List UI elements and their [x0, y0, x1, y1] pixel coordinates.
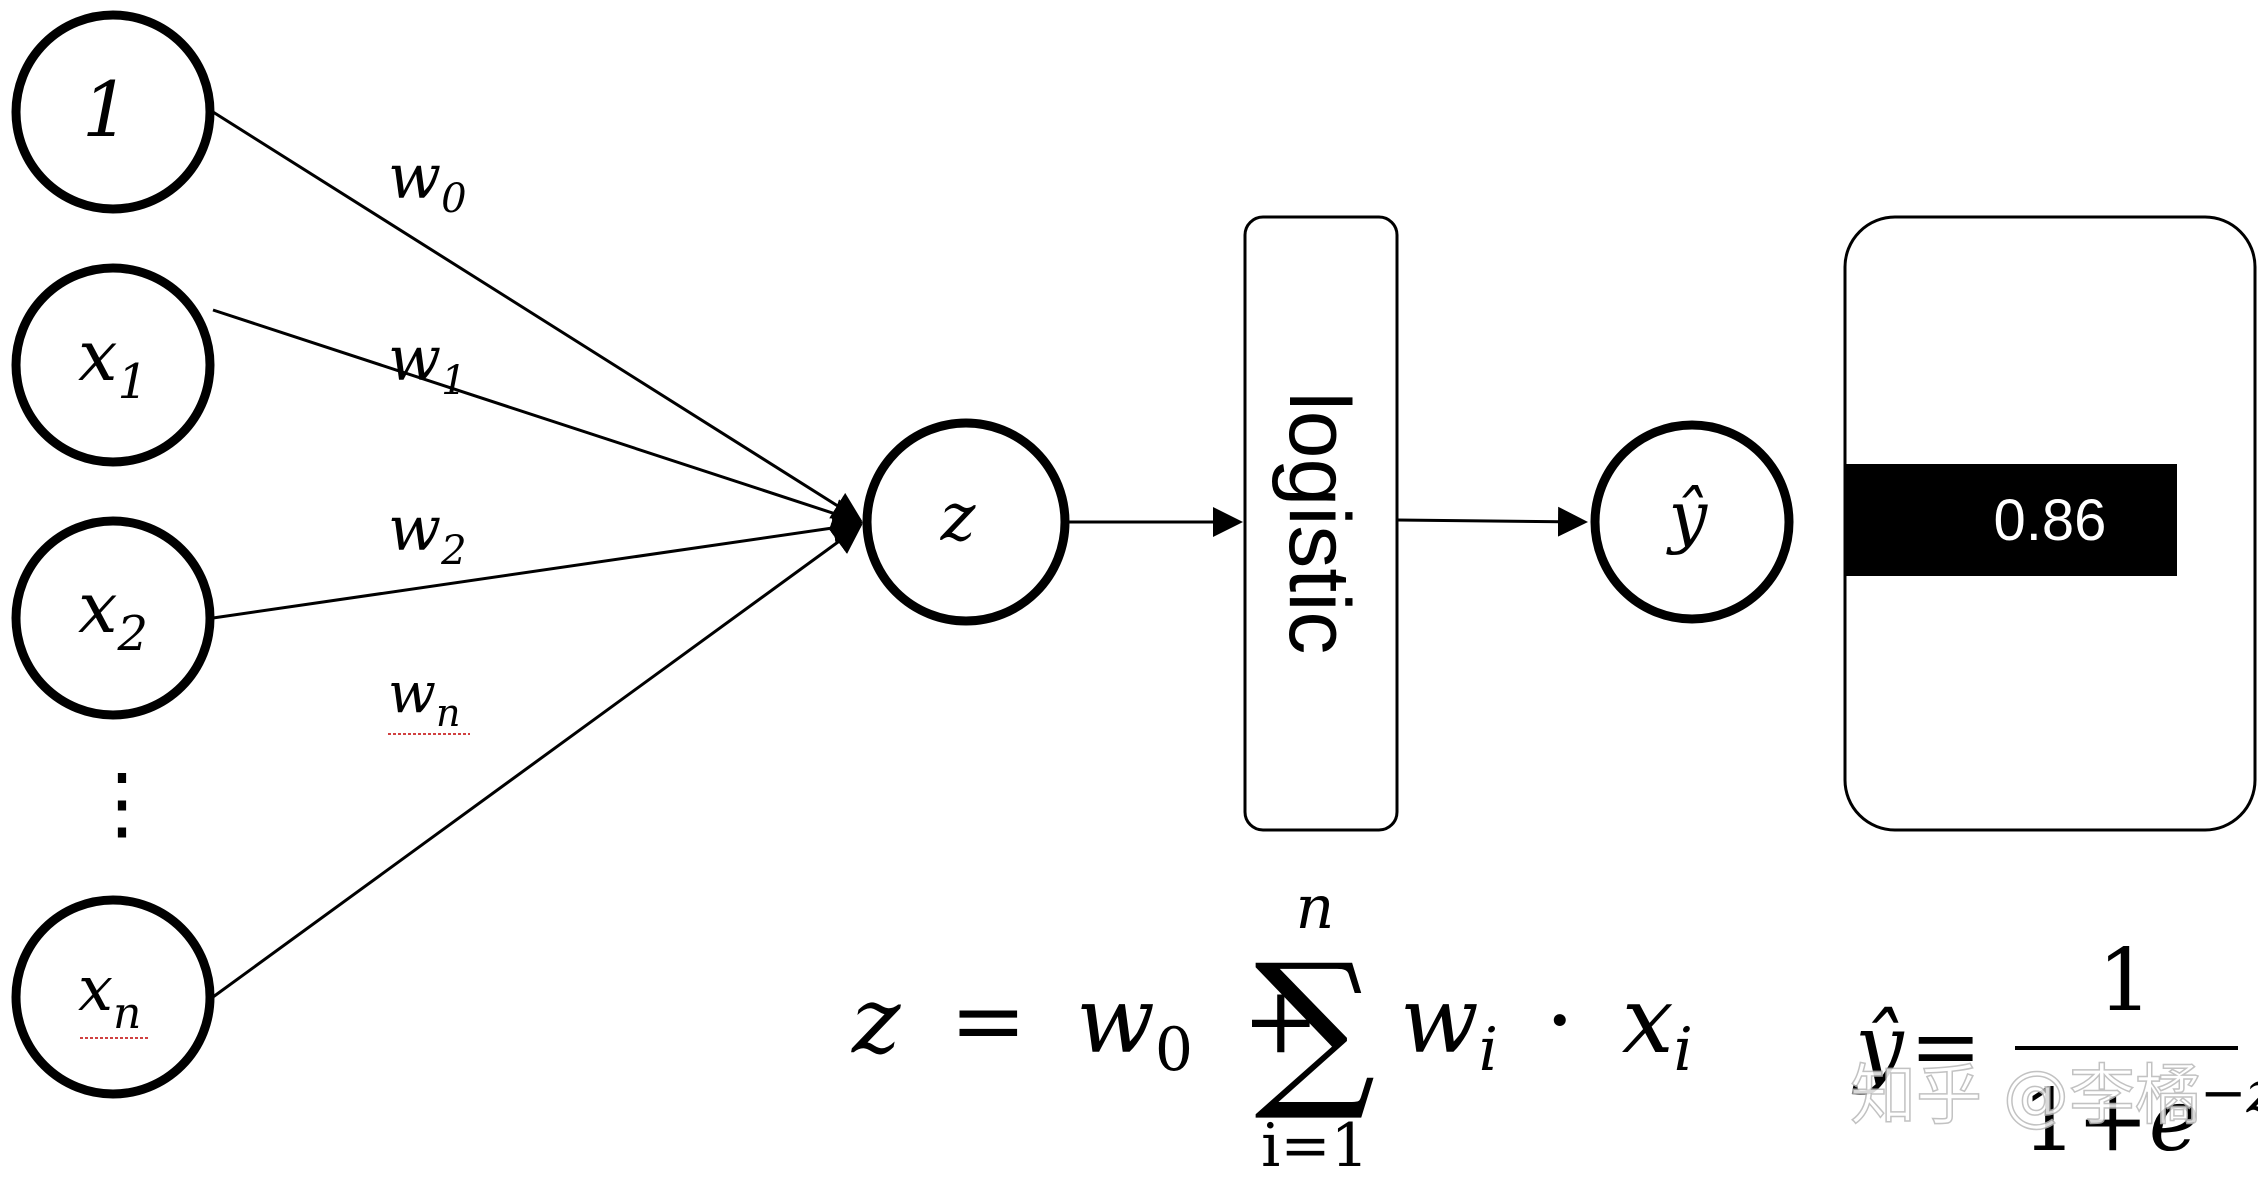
edge-x1-to-z: [212, 308, 863, 528]
node-z-label: z: [940, 479, 977, 556]
node-x2: x2: [11, 516, 215, 720]
node-yhat-label: ŷ: [1666, 478, 1709, 557]
logistic-box: logistic: [1243, 215, 1399, 832]
output-bar: [1845, 464, 2177, 576]
node-bias: 1: [11, 10, 215, 214]
node-bias-label: 1: [82, 65, 130, 154]
edge-xn-to-z: [212, 524, 863, 999]
formula-z: z = w0 + ∑ n i=1 wi · xi: [851, 873, 1693, 1181]
formula-yhat-lhs: ŷ=: [1851, 997, 1982, 1097]
edge-x2-to-z: [212, 513, 863, 620]
formula-yhat: ŷ= 1 1+e−z: [1851, 931, 2258, 1171]
formula-z-sigma: ∑: [1254, 928, 1375, 1126]
node-yhat: ŷ: [1590, 420, 1794, 624]
node-x1: x1: [11, 263, 215, 467]
edge-bias-to-z: [212, 110, 863, 522]
formula-z-term: wi · xi: [1400, 967, 1693, 1092]
weight-w1-label: w1: [388, 322, 467, 404]
weight-w0-label: w0: [388, 140, 467, 222]
weight-wn-label: wn: [388, 661, 460, 735]
weight-w2-label: w2: [388, 492, 467, 574]
output-value: 0.86: [1994, 488, 2107, 553]
node-z: z: [862, 418, 1070, 626]
node-xn: xn: [11, 895, 215, 1099]
formula-z-upper: n: [1296, 873, 1335, 943]
edge-logistic-to-yhat: [1396, 506, 1588, 537]
formula-z-main: z = w0 +: [851, 967, 1319, 1092]
formula-z-lower: i=1: [1261, 1111, 1369, 1181]
node-x2-label: x2: [78, 567, 148, 662]
formula-yhat-numerator: 1: [2098, 931, 2153, 1031]
node-x1-label: x1: [78, 315, 148, 410]
logistic-label: logistic: [1271, 392, 1367, 655]
node-xn-label: xn: [78, 952, 141, 1039]
output-box: 0.86: [1843, 215, 2257, 832]
watermark: 知乎 @李橘: [1850, 1057, 2201, 1134]
formula-yhat-denominator: 1+e−z: [2022, 1061, 2258, 1171]
input-ellipsis: ⋮: [82, 756, 162, 849]
